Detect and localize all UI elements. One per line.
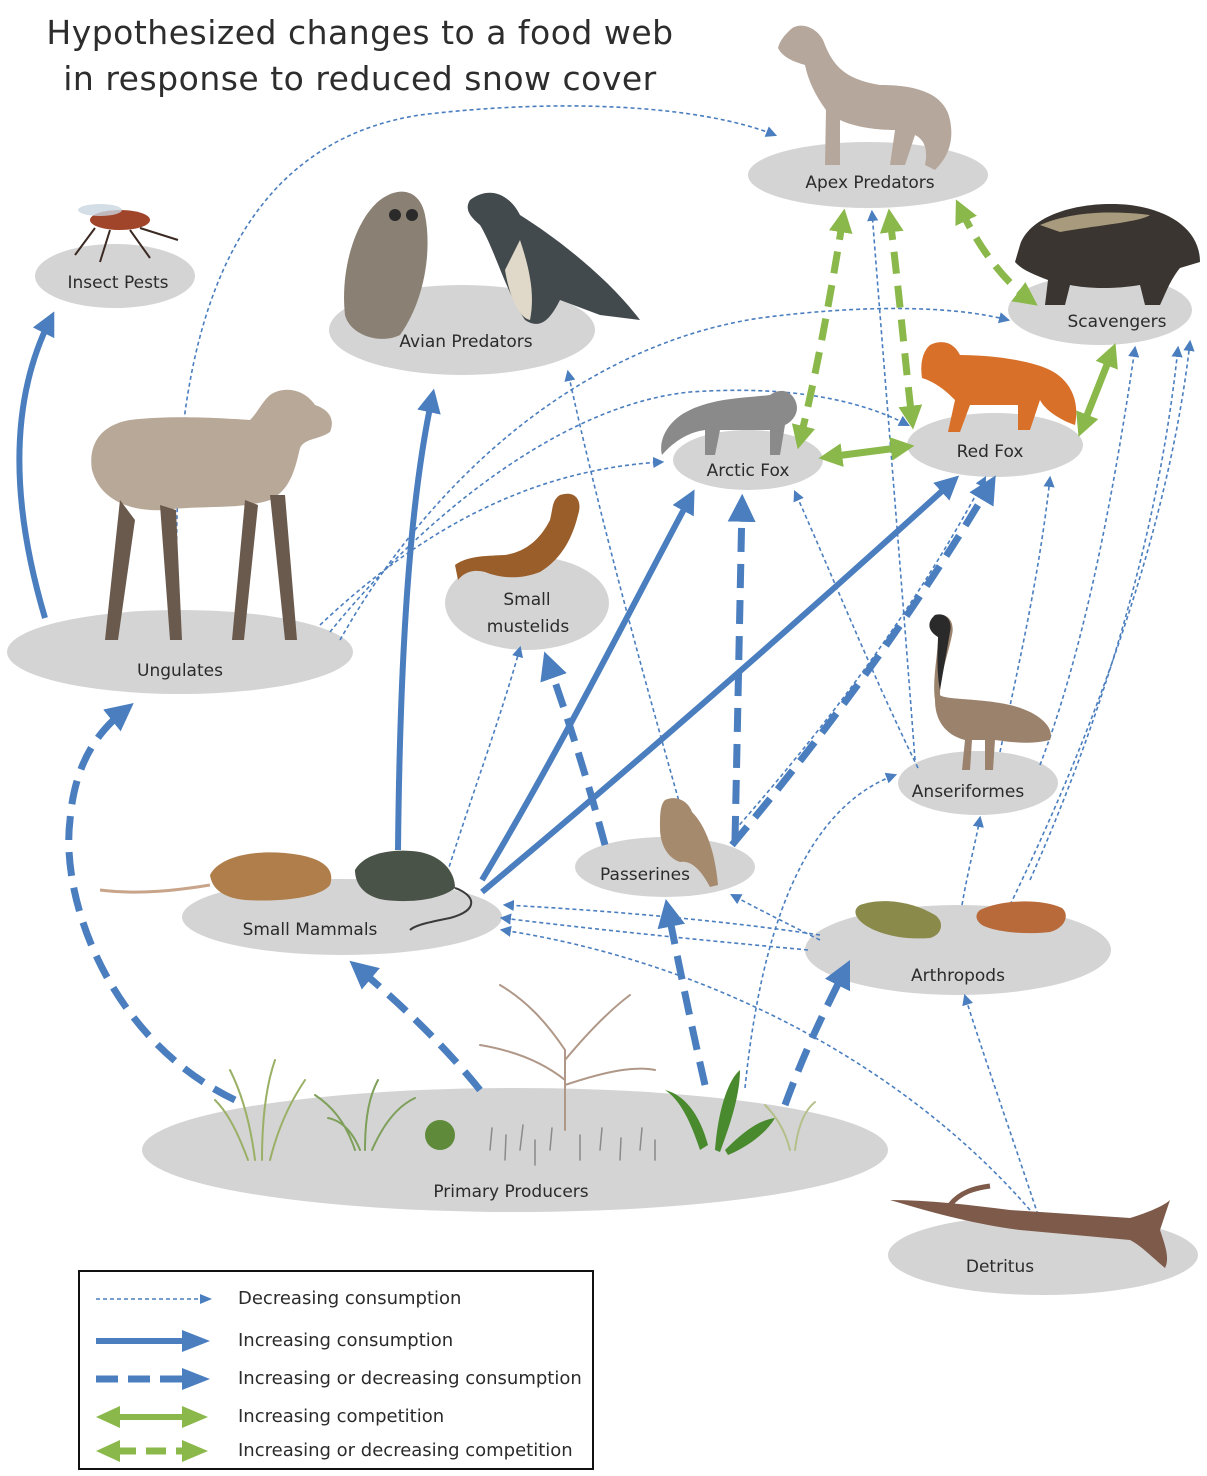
legend-item-increasing-consumption: Increasing consumption xyxy=(80,1324,592,1358)
legend-swatch-solid-green xyxy=(94,1404,214,1430)
label-detritus: Detritus xyxy=(966,1257,1034,1277)
arrow-arthropods-to-passerines xyxy=(732,895,820,940)
label-anseriformes: Anseriformes xyxy=(912,782,1025,802)
legend-swatch-solid-blue xyxy=(94,1328,214,1354)
legend-item-increasing-competition: Increasing competition xyxy=(80,1400,592,1434)
legend: Decreasing consumption Increasing consum… xyxy=(78,1270,594,1470)
elk-illustration xyxy=(91,390,332,640)
label-small-mammals: Small Mammals xyxy=(243,920,378,940)
label-small-mustelids-1: Small xyxy=(503,590,550,610)
arrow-small-mammals-to-mustelids xyxy=(445,648,520,880)
legend-label: Increasing or decreasing consumption xyxy=(238,1368,582,1389)
comp-red-fox-scavengers xyxy=(1082,352,1112,428)
comp-apex-red-fox xyxy=(890,218,912,420)
label-red-fox: Red Fox xyxy=(957,442,1024,462)
arrow-producers-to-small-mammals xyxy=(358,968,480,1090)
label-ungulates: Ungulates xyxy=(137,661,223,681)
legend-label: Decreasing consumption xyxy=(238,1288,461,1309)
legend-swatch-dashed-green xyxy=(94,1438,214,1464)
label-apex-predators: Apex Predators xyxy=(805,173,934,193)
label-small-mustelids-2: mustelids xyxy=(487,617,570,637)
arrow-passerines-to-arctic-fox xyxy=(735,505,742,840)
comp-arctic-fox-red-fox xyxy=(828,447,905,457)
label-scavengers: Scavengers xyxy=(1068,312,1167,332)
label-arctic-fox: Arctic Fox xyxy=(707,461,790,481)
legend-label: Increasing or decreasing competition xyxy=(238,1440,573,1461)
legend-swatch-dashed-blue xyxy=(94,1366,214,1392)
arrow-arthropods-to-small-mammals-2 xyxy=(505,905,820,935)
label-primary-producers: Primary Producers xyxy=(433,1182,588,1202)
legend-swatch-thin-dotted xyxy=(94,1286,214,1312)
legend-label: Increasing consumption xyxy=(238,1330,453,1351)
label-arthropods: Arthropods xyxy=(911,966,1005,986)
goose-illustration xyxy=(929,614,1051,770)
arrow-detritus-to-arthropods xyxy=(965,996,1038,1215)
arrow-ungulates-to-insect-pests xyxy=(19,320,50,618)
arrow-small-mammals-to-avian xyxy=(398,398,432,850)
label-avian-predators: Avian Predators xyxy=(399,332,532,352)
arrow-arthropods-to-anseriformes xyxy=(962,818,980,905)
arrow-producers-to-passerines xyxy=(668,910,705,1085)
label-passerines: Passerines xyxy=(600,865,690,885)
comp-apex-arctic-fox xyxy=(800,218,843,440)
legend-item-mixed-consumption: Increasing or decreasing consumption xyxy=(80,1362,592,1396)
legend-item-decreasing-consumption: Decreasing consumption xyxy=(80,1282,592,1316)
label-insect-pests: Insect Pests xyxy=(67,273,168,293)
legend-label: Increasing competition xyxy=(238,1406,444,1427)
arrow-arthropods-to-small-mammals xyxy=(502,918,808,950)
mixed-competition-arrows xyxy=(800,208,1030,440)
arrow-producers-to-arthropods xyxy=(785,970,845,1105)
arrow-anseriformes-to-apex xyxy=(872,212,915,760)
legend-item-mixed-competition: Increasing or decreasing competition xyxy=(80,1434,592,1468)
